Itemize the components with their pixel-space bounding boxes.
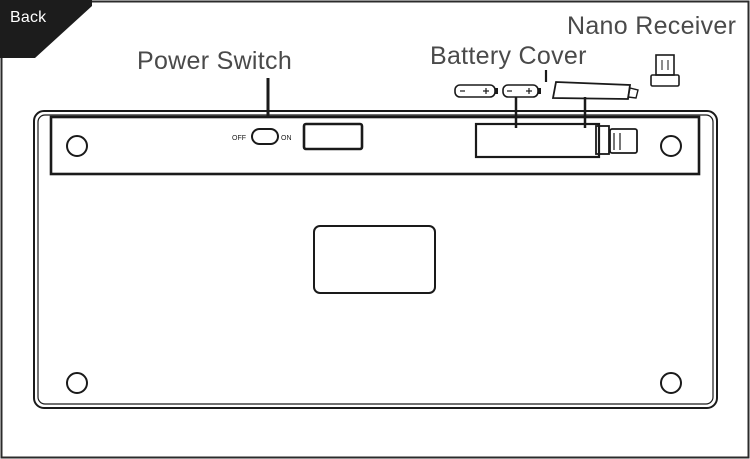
foot-bottom-right bbox=[660, 372, 682, 394]
back-button[interactable]: Back bbox=[0, 0, 92, 58]
battery-cover-callout: Battery Cover bbox=[430, 42, 587, 70]
nano-receiver-callout: Nano Receiver bbox=[567, 12, 737, 40]
switch-off-label: OFF bbox=[232, 135, 246, 142]
back-button-label: Back bbox=[10, 9, 47, 26]
battery-compartment bbox=[474, 122, 638, 159]
label-recess bbox=[313, 225, 436, 294]
nano-receiver-part bbox=[650, 54, 680, 87]
foot-top-right bbox=[660, 135, 682, 157]
keyboard-body bbox=[33, 110, 718, 409]
receiver-storage-slot bbox=[302, 122, 364, 151]
battery-cover-part bbox=[551, 81, 639, 100]
foot-top-left bbox=[66, 135, 88, 157]
power-switch-callout: Power Switch bbox=[137, 47, 293, 75]
power-switch-slider bbox=[251, 128, 279, 145]
switch-on-label: ON bbox=[281, 135, 292, 142]
battery-aaa-left bbox=[454, 84, 498, 98]
battery-aaa-right bbox=[502, 84, 541, 98]
foot-bottom-left bbox=[66, 372, 88, 394]
top-strip bbox=[49, 115, 701, 176]
back-tab-shape bbox=[0, 0, 92, 58]
